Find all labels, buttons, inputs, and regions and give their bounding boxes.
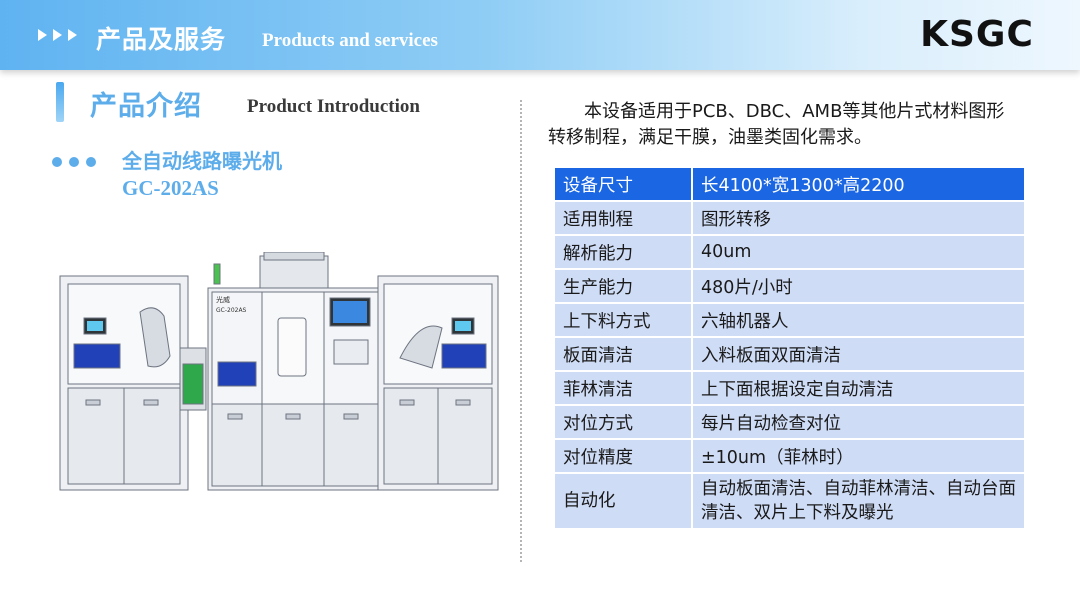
product-model: GC-202AS — [122, 176, 219, 200]
table-row: 设备尺寸 长4100*宽1300*高2200 — [555, 168, 1024, 202]
product-name: 全自动线路曝光机 — [122, 149, 282, 173]
spec-value: 上下面根据设定自动清洁 — [693, 372, 1024, 406]
spec-value: 长4100*宽1300*高2200 — [693, 168, 1024, 202]
spec-key: 板面清洁 — [555, 338, 693, 372]
exposure-machine-illustration: 光威 GC-202AS — [59, 252, 499, 491]
spec-key: 自动化 — [555, 474, 693, 530]
spec-key: 解析能力 — [555, 236, 693, 270]
spec-value: 480片/小时 — [693, 270, 1024, 304]
spec-key: 上下料方式 — [555, 304, 693, 338]
product-intro-text: 本设备适用于PCB、DBC、AMB等其他片式材料图形转移制程，满足干膜，油墨类固… — [548, 101, 1005, 148]
spec-key: 生产能力 — [555, 270, 693, 304]
table-row: 板面清洁 入料板面双面清洁 — [555, 338, 1024, 372]
table-row: 自动化 自动板面清洁、自动菲林清洁、自动台面清洁、双片上下料及曝光 — [555, 474, 1024, 530]
table-row: 对位方式 每片自动检查对位 — [555, 406, 1024, 440]
section-accent-bar — [56, 82, 64, 122]
vertical-divider — [520, 100, 522, 562]
header-banner: 产品及服务 Products and services KSGC — [0, 0, 1080, 70]
bullet-dots-icon — [52, 157, 96, 167]
machine-label-model: GC-202AS — [216, 307, 247, 314]
header-title: 产品及服务 — [96, 25, 227, 54]
spec-key: 对位精度 — [555, 440, 693, 474]
spec-key: 设备尺寸 — [555, 168, 693, 202]
spec-key: 对位方式 — [555, 406, 693, 440]
table-row: 对位精度 ±10um（菲林时） — [555, 440, 1024, 474]
section-title: 产品介绍 — [90, 91, 202, 122]
spec-table: 设备尺寸 长4100*宽1300*高2200 适用制程 图形转移 解析能力 40… — [555, 168, 1024, 530]
header-subtitle: Products and services — [262, 30, 438, 51]
ksgc-logo: KSGC — [920, 14, 1034, 55]
table-row: 解析能力 40um — [555, 236, 1024, 270]
spec-value: 每片自动检查对位 — [693, 406, 1024, 440]
spec-key: 菲林清洁 — [555, 372, 693, 406]
spec-value: 自动板面清洁、自动菲林清洁、自动台面清洁、双片上下料及曝光 — [693, 474, 1024, 530]
spec-value: 六轴机器人 — [693, 304, 1024, 338]
machine-label-top: 光威 — [216, 295, 230, 304]
table-row: 菲林清洁 上下面根据设定自动清洁 — [555, 372, 1024, 406]
spec-value: 图形转移 — [693, 202, 1024, 236]
spec-key: 适用制程 — [555, 202, 693, 236]
spec-value: 40um — [693, 236, 1024, 270]
spec-value: ±10um（菲林时） — [693, 440, 1024, 474]
logo-text: KSGC — [920, 14, 1034, 55]
table-row: 上下料方式 六轴机器人 — [555, 304, 1024, 338]
spec-value: 入料板面双面清洁 — [693, 338, 1024, 372]
table-row: 生产能力 480片/小时 — [555, 270, 1024, 304]
triple-arrow-icon — [38, 29, 77, 41]
section-subtitle: Product Introduction — [247, 96, 420, 117]
table-row: 适用制程 图形转移 — [555, 202, 1024, 236]
